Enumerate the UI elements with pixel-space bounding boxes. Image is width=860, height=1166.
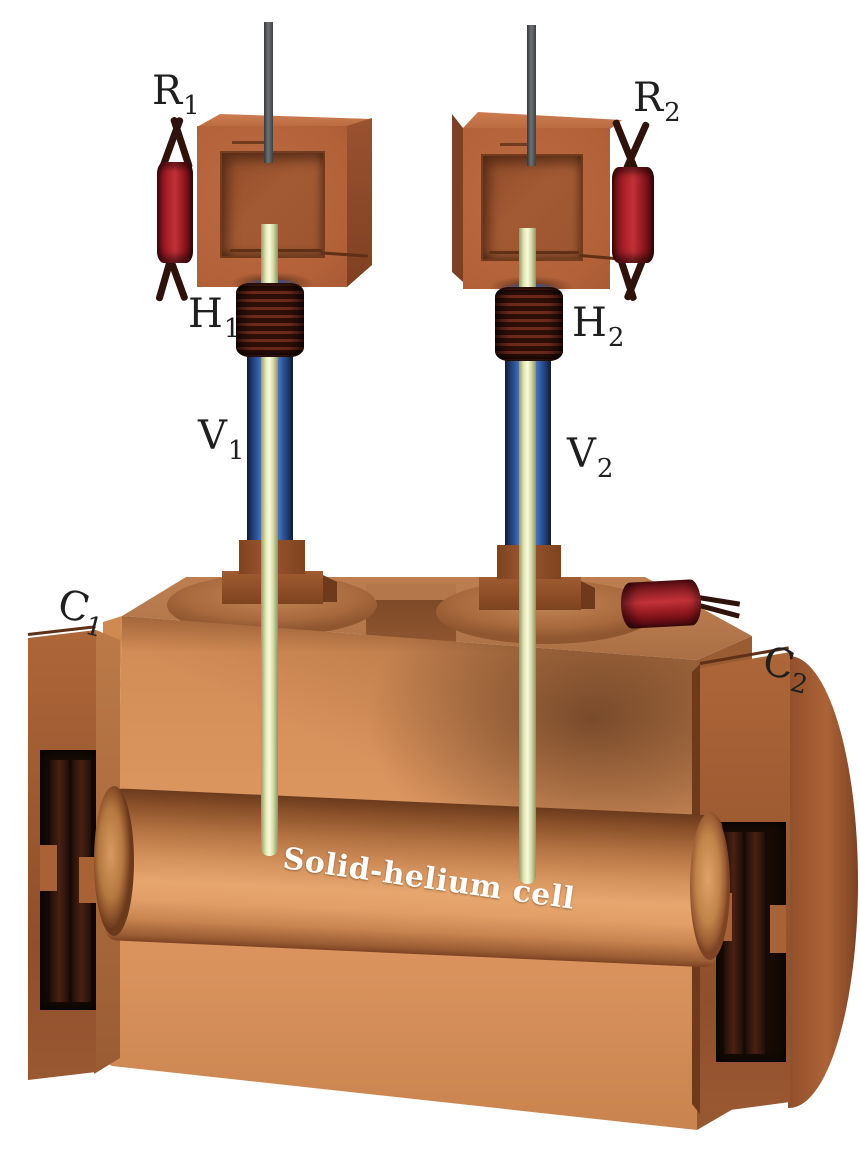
capacitor-c2-electrode: [746, 832, 765, 1054]
valve2-stem-in-tube: [519, 353, 536, 557]
label-r2: R2: [633, 75, 681, 126]
label-c1: C1: [53, 581, 110, 644]
label-c2: C2: [758, 638, 815, 701]
label-r1: R1: [152, 68, 200, 119]
valve1-rod-slot: [232, 141, 268, 144]
label-v2: V2: [567, 431, 613, 482]
heater-coil-h2: [495, 287, 563, 361]
capacitor-c1-tab: [40, 845, 57, 891]
valve2-seat-side: [581, 581, 595, 609]
label-h1-base: H: [188, 291, 223, 337]
valve1-block-side-face: [347, 118, 372, 287]
label-h2-base: H: [572, 300, 607, 346]
body-thermometer: [619, 578, 703, 630]
label-r1-base: R: [152, 68, 183, 114]
cylinder-left-cap: [94, 786, 134, 936]
valve1-actuator-rod: [264, 22, 273, 163]
label-v1: V1: [198, 413, 244, 464]
valve2-stem-upper: [519, 228, 536, 300]
label-v1-sub: 1: [227, 436, 245, 466]
valve2-stem-lower: [519, 544, 536, 884]
thermometer-r1-body: [157, 162, 193, 263]
label-h2: H2: [572, 300, 624, 351]
capacitor-c1-electrode: [50, 760, 69, 1002]
valve2-actuator-rod: [527, 25, 536, 166]
label-r2-sub: 2: [664, 98, 681, 128]
label-v1-base: V: [198, 413, 227, 459]
label-h1: H1: [188, 291, 240, 342]
valve1-stem-in-tube: [261, 349, 278, 549]
valve1-stem-upper: [261, 224, 278, 296]
valve2-rod-slot: [500, 143, 534, 146]
thermometer-r2-body: [612, 167, 654, 263]
label-v2-base: V: [567, 431, 596, 477]
valve2-block-top-face: [463, 112, 622, 129]
heater-coil-h1: [236, 283, 304, 357]
valve1-seat-side: [323, 575, 337, 602]
label-h2-sub: 2: [607, 323, 625, 353]
capacitor-c2-tab: [770, 905, 786, 953]
label-h1-sub: 1: [223, 314, 241, 344]
cylinder-right-cap: [690, 812, 730, 960]
label-r2-base: R: [633, 75, 664, 121]
label-v2-sub: 2: [596, 454, 614, 484]
capacitor-c1-tab: [79, 857, 96, 903]
valve2-block-side-face: [452, 114, 463, 282]
capacitor-c2-disc: [788, 656, 858, 1108]
label-r1-sub: 1: [183, 91, 200, 121]
valve1-stem-lower: [261, 540, 278, 856]
